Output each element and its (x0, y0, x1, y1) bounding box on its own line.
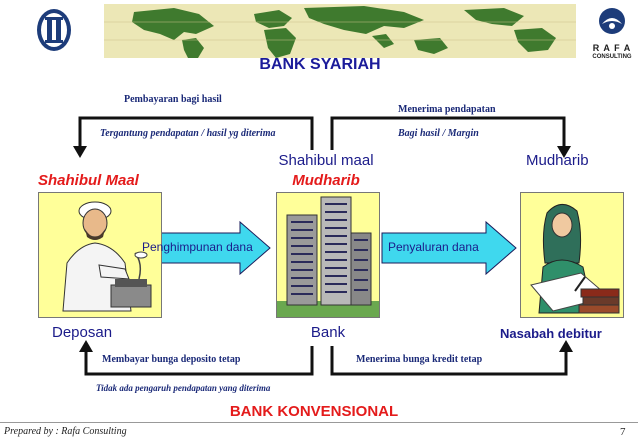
role-center-mudharib: Mudharib (292, 172, 360, 189)
top-left-note-1: Pembayaran bagi hasil (124, 94, 222, 105)
nasabah-illustration (520, 192, 624, 318)
woman-writing-image (530, 204, 620, 314)
footer-divider (0, 422, 638, 423)
top-right-bracket-arrow (330, 116, 571, 158)
page-title: BANK SYARIAH (259, 56, 381, 73)
party-deposan: Deposan (52, 324, 113, 341)
top-left-bracket-arrow (73, 116, 314, 158)
role-center-shahibul-maal: Shahibul maal (278, 152, 374, 169)
bottom-left-bracket-arrow (79, 340, 314, 376)
rafa-logo-text-2: CONSULTING (592, 54, 632, 60)
bank-illustration (276, 192, 380, 318)
top-right-note-2: Bagi hasil / Margin (398, 128, 479, 139)
bottom-sub-note: Tidak ada pengaruh pendapatan yang diter… (96, 383, 271, 393)
bank-konvensional-title: BANK KONVENSIONAL (229, 403, 399, 420)
world-map-banner (104, 4, 576, 58)
rafa-consulting-logo: R A F A CONSULTING (588, 6, 636, 60)
top-left-note-2: Tergantung pendapatan / hasil yg diterim… (100, 128, 276, 139)
flow-arrow-right (381, 220, 517, 276)
rafa-logo-icon (599, 8, 625, 34)
party-nasabah-debitur: Nasabah debitur (500, 326, 602, 341)
party-bank: Bank (310, 324, 346, 341)
man-with-ticker-machine-image (62, 201, 152, 312)
rafa-logo-text-1: R A F A (592, 43, 632, 53)
flow-label-penghimpunan: Penghimpunan dana (142, 240, 253, 254)
role-shahibul-maal-left: Shahibul Maal (38, 172, 139, 189)
role-mudharib-right: Mudharib (526, 152, 589, 169)
bank-indonesia-logo (36, 8, 72, 52)
bottom-right-bracket-arrow (330, 340, 573, 376)
flow-label-penyaluran: Penyaluran dana (388, 240, 479, 254)
top-right-note-1: Menerima pendapatan (398, 104, 496, 115)
footer-prepared-by: Prepared by : Rafa Consulting (4, 426, 127, 437)
world-map-image (104, 6, 576, 58)
bottom-right-note: Menerima bunga kredit tetap (356, 354, 483, 365)
deposan-illustration (38, 192, 162, 318)
bottom-left-note: Membayar bunga deposito tetap (102, 354, 241, 365)
footer-page-number: 7 (620, 426, 626, 438)
bank-buildings-image (277, 196, 379, 317)
bank-indonesia-logo-icon (37, 9, 71, 51)
